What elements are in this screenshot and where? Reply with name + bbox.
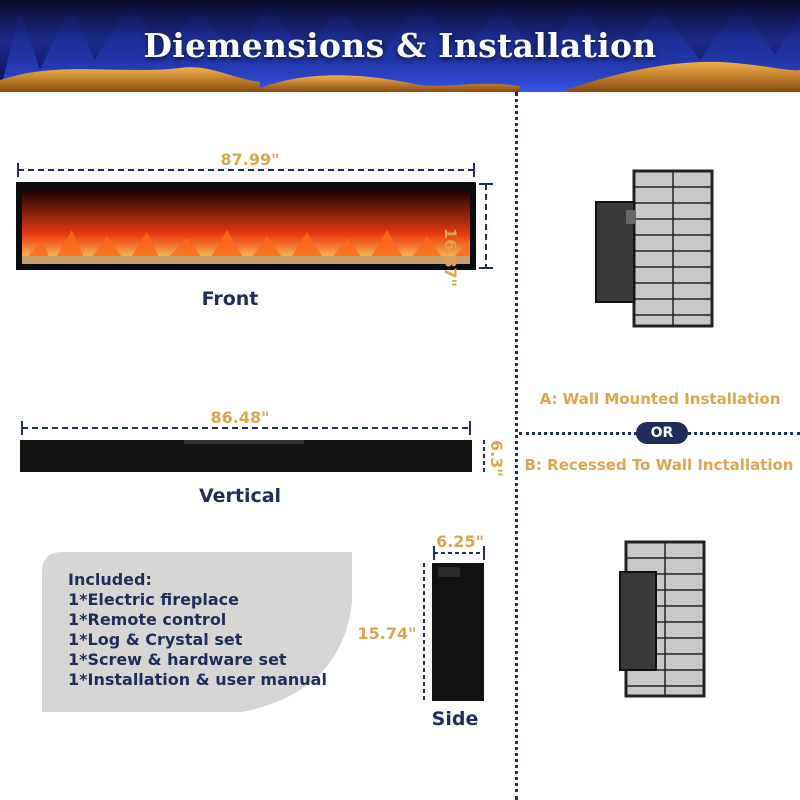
vertical-width-label: 86.48" bbox=[210, 408, 270, 427]
front-width-label: 87.99" bbox=[220, 150, 280, 169]
recessed-diagram bbox=[619, 540, 706, 698]
front-height-label: 16.87" bbox=[441, 228, 460, 287]
list-item: 1*Remote control bbox=[68, 610, 227, 629]
list-item: 1*Electric fireplace bbox=[68, 590, 239, 609]
vertical-label: Vertical bbox=[198, 485, 282, 507]
vertical-view-diagram bbox=[20, 421, 485, 472]
wall-mounted-diagram bbox=[595, 169, 714, 328]
front-view-diagram bbox=[16, 163, 493, 270]
flame-logs-image bbox=[0, 0, 800, 92]
list-item: 1*Installation & user manual bbox=[68, 670, 327, 689]
header-banner: Diemensions & Installation bbox=[0, 0, 800, 92]
side-depth-label: 6.25" bbox=[436, 532, 484, 551]
option-b-label: B: Recessed To Wall Inctallation bbox=[524, 456, 794, 474]
option-a-label: A: Wall Mounted Installation bbox=[539, 390, 781, 408]
or-badge: OR bbox=[636, 422, 688, 444]
vertical-divider bbox=[515, 92, 518, 800]
list-item: 1*Screw & hardware set bbox=[68, 650, 287, 669]
front-label: Front bbox=[201, 288, 259, 310]
list-item: 1*Log & Crystal set bbox=[68, 630, 243, 649]
included-panel-bg bbox=[42, 552, 352, 712]
side-label: Side bbox=[431, 708, 479, 730]
included-heading: Included: bbox=[68, 570, 152, 589]
side-height-label: 15.74" bbox=[357, 624, 417, 643]
vertical-depth-label: 6.3" bbox=[487, 440, 506, 477]
included-list: Included: 1*Electric fireplace 1*Remote … bbox=[68, 570, 348, 690]
side-view-diagram bbox=[423, 546, 485, 701]
page-title: Diemensions & Installation bbox=[143, 26, 657, 65]
